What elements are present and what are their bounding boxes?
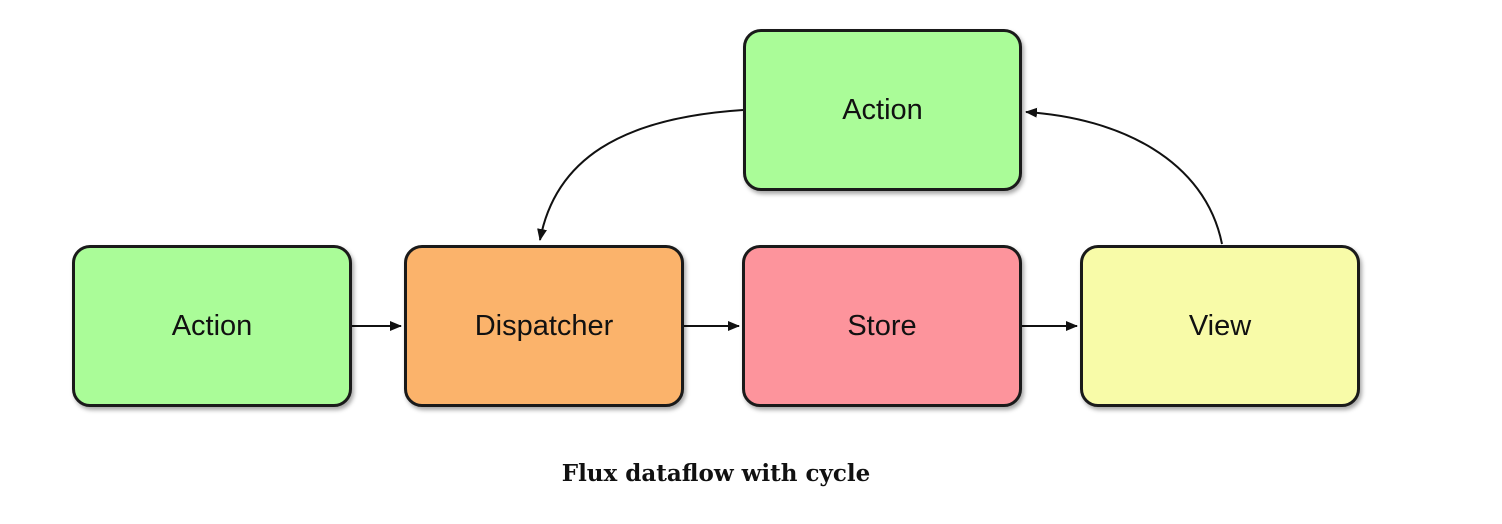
action-node: Action [72,245,352,407]
store-node-label: Store [847,309,917,342]
figure-caption: Flux dataflow with cycle [561,460,871,487]
arrow-action-to-dispatcher-cycle [537,109,744,241]
dispatcher-node-label: Dispatcher [474,309,614,342]
action-node-top-label: Action [842,93,923,126]
action-node-label: Action [171,309,253,342]
view-node-label: View [1188,309,1252,342]
view-node: View [1080,245,1360,407]
action-node-top: Action [743,29,1022,191]
arrow-view-to-action [1025,107,1223,245]
dispatcher-node: Dispatcher [404,245,684,407]
store-node: Store [742,245,1022,407]
